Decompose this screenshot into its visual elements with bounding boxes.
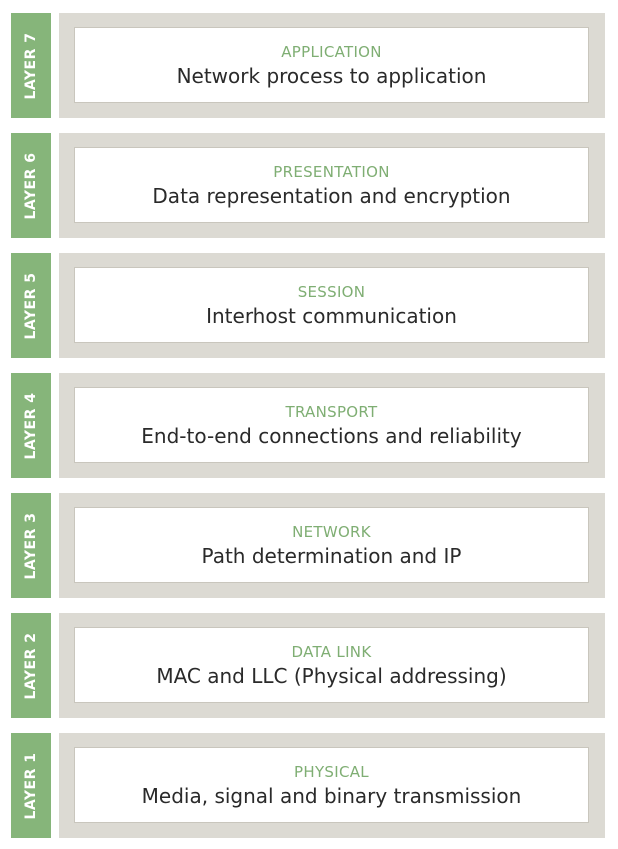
layer-name: NETWORK bbox=[292, 523, 371, 541]
layer-number-label: LAYER 6 bbox=[23, 151, 39, 220]
layer-box: PRESENTATION Data representation and enc… bbox=[74, 147, 589, 223]
layer-frame: PRESENTATION Data representation and enc… bbox=[59, 133, 605, 238]
layer-frame: DATA LINK MAC and LLC (Physical addressi… bbox=[59, 613, 605, 718]
layer-row-4: LAYER 4 TRANSPORT End-to-end connections… bbox=[11, 373, 605, 478]
layer-description: Interhost communication bbox=[206, 304, 457, 328]
layer-number-label: LAYER 1 bbox=[23, 751, 39, 820]
layer-row-7: LAYER 7 APPLICATION Network process to a… bbox=[11, 13, 605, 118]
layer-row-3: LAYER 3 NETWORK Path determination and I… bbox=[11, 493, 605, 598]
layer-name: DATA LINK bbox=[291, 643, 372, 661]
layer-number-label: LAYER 2 bbox=[23, 631, 39, 700]
layer-frame: NETWORK Path determination and IP bbox=[59, 493, 605, 598]
layer-tab: LAYER 2 bbox=[11, 613, 51, 718]
layer-tab: LAYER 7 bbox=[11, 13, 51, 118]
layer-number-label: LAYER 4 bbox=[23, 391, 39, 460]
layer-box: SESSION Interhost communication bbox=[74, 267, 589, 343]
layer-tab: LAYER 3 bbox=[11, 493, 51, 598]
layer-frame: APPLICATION Network process to applicati… bbox=[59, 13, 605, 118]
layer-row-6: LAYER 6 PRESENTATION Data representation… bbox=[11, 133, 605, 238]
layer-box: NETWORK Path determination and IP bbox=[74, 507, 589, 583]
layer-frame: PHYSICAL Media, signal and binary transm… bbox=[59, 733, 605, 838]
layer-name: APPLICATION bbox=[281, 43, 382, 61]
layer-description: Network process to application bbox=[176, 64, 487, 88]
layer-tab: LAYER 5 bbox=[11, 253, 51, 358]
layer-box: APPLICATION Network process to applicati… bbox=[74, 27, 589, 103]
layer-name: PRESENTATION bbox=[273, 163, 390, 181]
layer-description: MAC and LLC (Physical addressing) bbox=[156, 664, 507, 688]
layer-number-label: LAYER 7 bbox=[23, 31, 39, 100]
layer-frame: SESSION Interhost communication bbox=[59, 253, 605, 358]
layer-frame: TRANSPORT End-to-end connections and rel… bbox=[59, 373, 605, 478]
layer-tab: LAYER 4 bbox=[11, 373, 51, 478]
layer-row-1: LAYER 1 PHYSICAL Media, signal and binar… bbox=[11, 733, 605, 838]
layer-row-5: LAYER 5 SESSION Interhost communication bbox=[11, 253, 605, 358]
layer-tab: LAYER 6 bbox=[11, 133, 51, 238]
layer-name: TRANSPORT bbox=[285, 403, 378, 421]
layer-description: Media, signal and binary transmission bbox=[141, 784, 522, 808]
layer-description: End-to-end connections and reliability bbox=[141, 424, 522, 448]
layer-description: Path determination and IP bbox=[201, 544, 462, 568]
layer-box: DATA LINK MAC and LLC (Physical addressi… bbox=[74, 627, 589, 703]
layer-box: TRANSPORT End-to-end connections and rel… bbox=[74, 387, 589, 463]
layer-row-2: LAYER 2 DATA LINK MAC and LLC (Physical … bbox=[11, 613, 605, 718]
layer-name: SESSION bbox=[297, 283, 366, 301]
layer-name: PHYSICAL bbox=[294, 763, 369, 781]
layer-tab: LAYER 1 bbox=[11, 733, 51, 838]
layer-box: PHYSICAL Media, signal and binary transm… bbox=[74, 747, 589, 823]
layer-number-label: LAYER 5 bbox=[23, 271, 39, 340]
layer-description: Data representation and encryption bbox=[152, 184, 511, 208]
layer-number-label: LAYER 3 bbox=[23, 511, 39, 580]
